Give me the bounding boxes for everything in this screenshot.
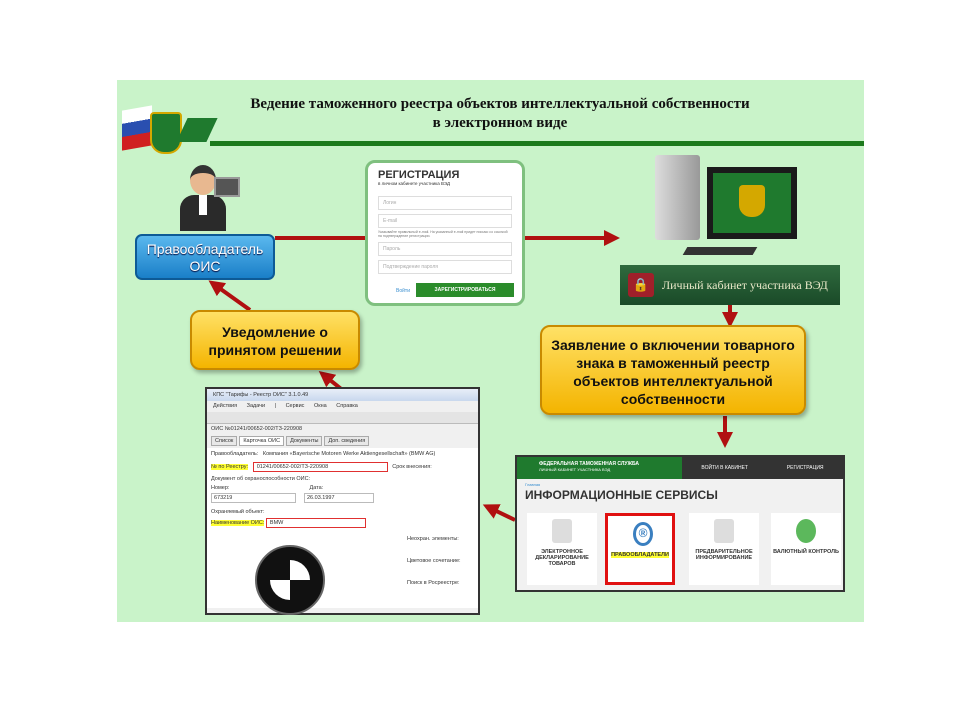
register-button[interactable]: ЗАРЕГИСТРИРОВАТЬСЯ bbox=[416, 283, 514, 297]
lock-icon: 🔒 bbox=[628, 273, 654, 297]
num-label: Номер: bbox=[211, 485, 230, 491]
register-link[interactable]: РЕГИСТРАЦИЯ bbox=[786, 465, 824, 471]
registration-title: РЕГИСТРАЦИЯ bbox=[378, 169, 460, 181]
service-card-declaration[interactable]: ЭЛЕКТРОННОЕ ДЕКЛАРИРОВАНИЕ ТОВАРОВ bbox=[527, 513, 597, 585]
tab-extra[interactable]: Доп. сведения bbox=[324, 436, 370, 446]
slide-title: Ведение таможенного реестра объектов инт… bbox=[190, 95, 810, 133]
name-label: Наименование ОИС: bbox=[211, 520, 265, 526]
confirm-password-input[interactable]: Подтверждение пароля bbox=[378, 260, 512, 274]
service-card-currency[interactable]: ВАЛЮТНЫЙ КОНТРОЛЬ bbox=[771, 513, 841, 585]
holder-label: Правообладатель: bbox=[211, 451, 259, 457]
date-field[interactable]: 26.03.1997 bbox=[304, 493, 374, 503]
password-input[interactable]: Пароль bbox=[378, 242, 512, 256]
login-input[interactable]: Логин bbox=[378, 196, 512, 210]
breadcrumb[interactable]: Главная bbox=[525, 482, 541, 487]
card-label: ВАЛЮТНЫЙ КОНТРОЛЬ bbox=[773, 549, 839, 555]
bmw-logo bbox=[255, 545, 325, 615]
reg-label: № по Реестру: bbox=[211, 464, 249, 470]
document-icon bbox=[714, 519, 734, 543]
service-card-preliminary[interactable]: ПРЕДВАРИТЕЛЬНОЕ ИНФОРМИРОВАНИЕ bbox=[689, 513, 759, 585]
card-label: ПРАВООБЛАДАТЕЛИ bbox=[611, 552, 669, 558]
document-tab[interactable]: ОИС №01241/00652-002/ТЗ-220908 bbox=[211, 426, 303, 432]
title-divider bbox=[210, 141, 864, 146]
registered-trademark-icon: ® bbox=[633, 522, 653, 546]
person-at-computer-icon bbox=[170, 165, 240, 233]
term-label: Срок внесения: bbox=[392, 464, 432, 470]
document-icon bbox=[552, 519, 572, 543]
side-label: Неохран. элементы: bbox=[407, 536, 459, 542]
registration-form: РЕГИСТРАЦИЯ в личном кабинете участника … bbox=[365, 160, 525, 306]
org-name: ФЕДЕРАЛЬНАЯ ТАМОЖЕННАЯ СЛУЖБА bbox=[539, 461, 640, 467]
card-label: ПРЕДВАРИТЕЛЬНОЕ ИНФОРМИРОВАНИЕ bbox=[695, 549, 753, 561]
kps-registry-window: КПС "Тарифы - Реестр ОИС" 3.1.0.49 Дейст… bbox=[205, 387, 480, 615]
side-label: Поиск в Росреестре: bbox=[407, 580, 460, 586]
tab-card[interactable]: Карточка ОИС bbox=[239, 436, 285, 446]
name-field[interactable]: BMW bbox=[265, 518, 366, 528]
card-label: ЭЛЕКТРОННОЕ ДЕКЛАРИРОВАНИЕ ТОВАРОВ bbox=[535, 549, 589, 567]
doc-label: Документ об охраноспособности ОИС: bbox=[211, 476, 311, 482]
email-hint: Указывайте правильный e-mail. На указанн… bbox=[378, 230, 508, 238]
statement-box: Заявление о включении товарного знака в … bbox=[540, 325, 806, 415]
window-toolbar[interactable] bbox=[207, 412, 478, 424]
org-sub: ЛИЧНЫЙ КАБИНЕТ УЧАСТНИКА ВЭД bbox=[539, 467, 611, 472]
holder-value: Компания «Bayerische Motoren Werke Aktie… bbox=[262, 451, 436, 457]
service-card-rightholders[interactable]: ® ПРАВООБЛАДАТЕЛИ bbox=[605, 513, 675, 585]
personal-cabinet-banner[interactable]: Личный кабинет участника ВЭД bbox=[620, 265, 840, 305]
date-label: Дата: bbox=[309, 485, 324, 491]
registration-subtitle: в личном кабинете участника ВЭД bbox=[378, 181, 451, 186]
login-link[interactable]: Войти bbox=[396, 288, 410, 294]
tab-list[interactable]: Список bbox=[211, 436, 238, 446]
arrow-to-rightholder bbox=[208, 280, 252, 312]
window-menu[interactable]: Действия Задачи | Сервис Окна Справка bbox=[213, 403, 358, 409]
title-line-1: Ведение таможенного реестра объектов инт… bbox=[250, 96, 750, 112]
email-input[interactable]: E-mail bbox=[378, 214, 512, 228]
rightholder-button[interactable]: Правообладатель ОИС bbox=[135, 234, 275, 280]
object-label: Охраняемый объект: bbox=[211, 509, 265, 515]
tab-documents[interactable]: Документы bbox=[286, 436, 323, 446]
window-title: КПС "Тарифы - Реестр ОИС" 3.1.0.49 bbox=[207, 389, 478, 401]
services-title: ИНФОРМАЦИОННЫЕ СЕРВИСЫ bbox=[525, 488, 718, 502]
cabinet-login-link[interactable]: ВОЙТИ В КАБИНЕТ bbox=[701, 465, 748, 471]
arrow-to-window bbox=[482, 504, 516, 522]
notice-box: Уведомление о принятом решении bbox=[190, 310, 360, 370]
currency-question-icon bbox=[796, 519, 816, 543]
reg-number-field[interactable]: 01241/00652-002/ТЗ-220908 bbox=[252, 462, 388, 472]
num-field[interactable]: 673219 bbox=[211, 493, 296, 503]
title-line-2: в электронном виде bbox=[432, 115, 568, 131]
side-label: Цветовое сочетание: bbox=[407, 558, 461, 564]
